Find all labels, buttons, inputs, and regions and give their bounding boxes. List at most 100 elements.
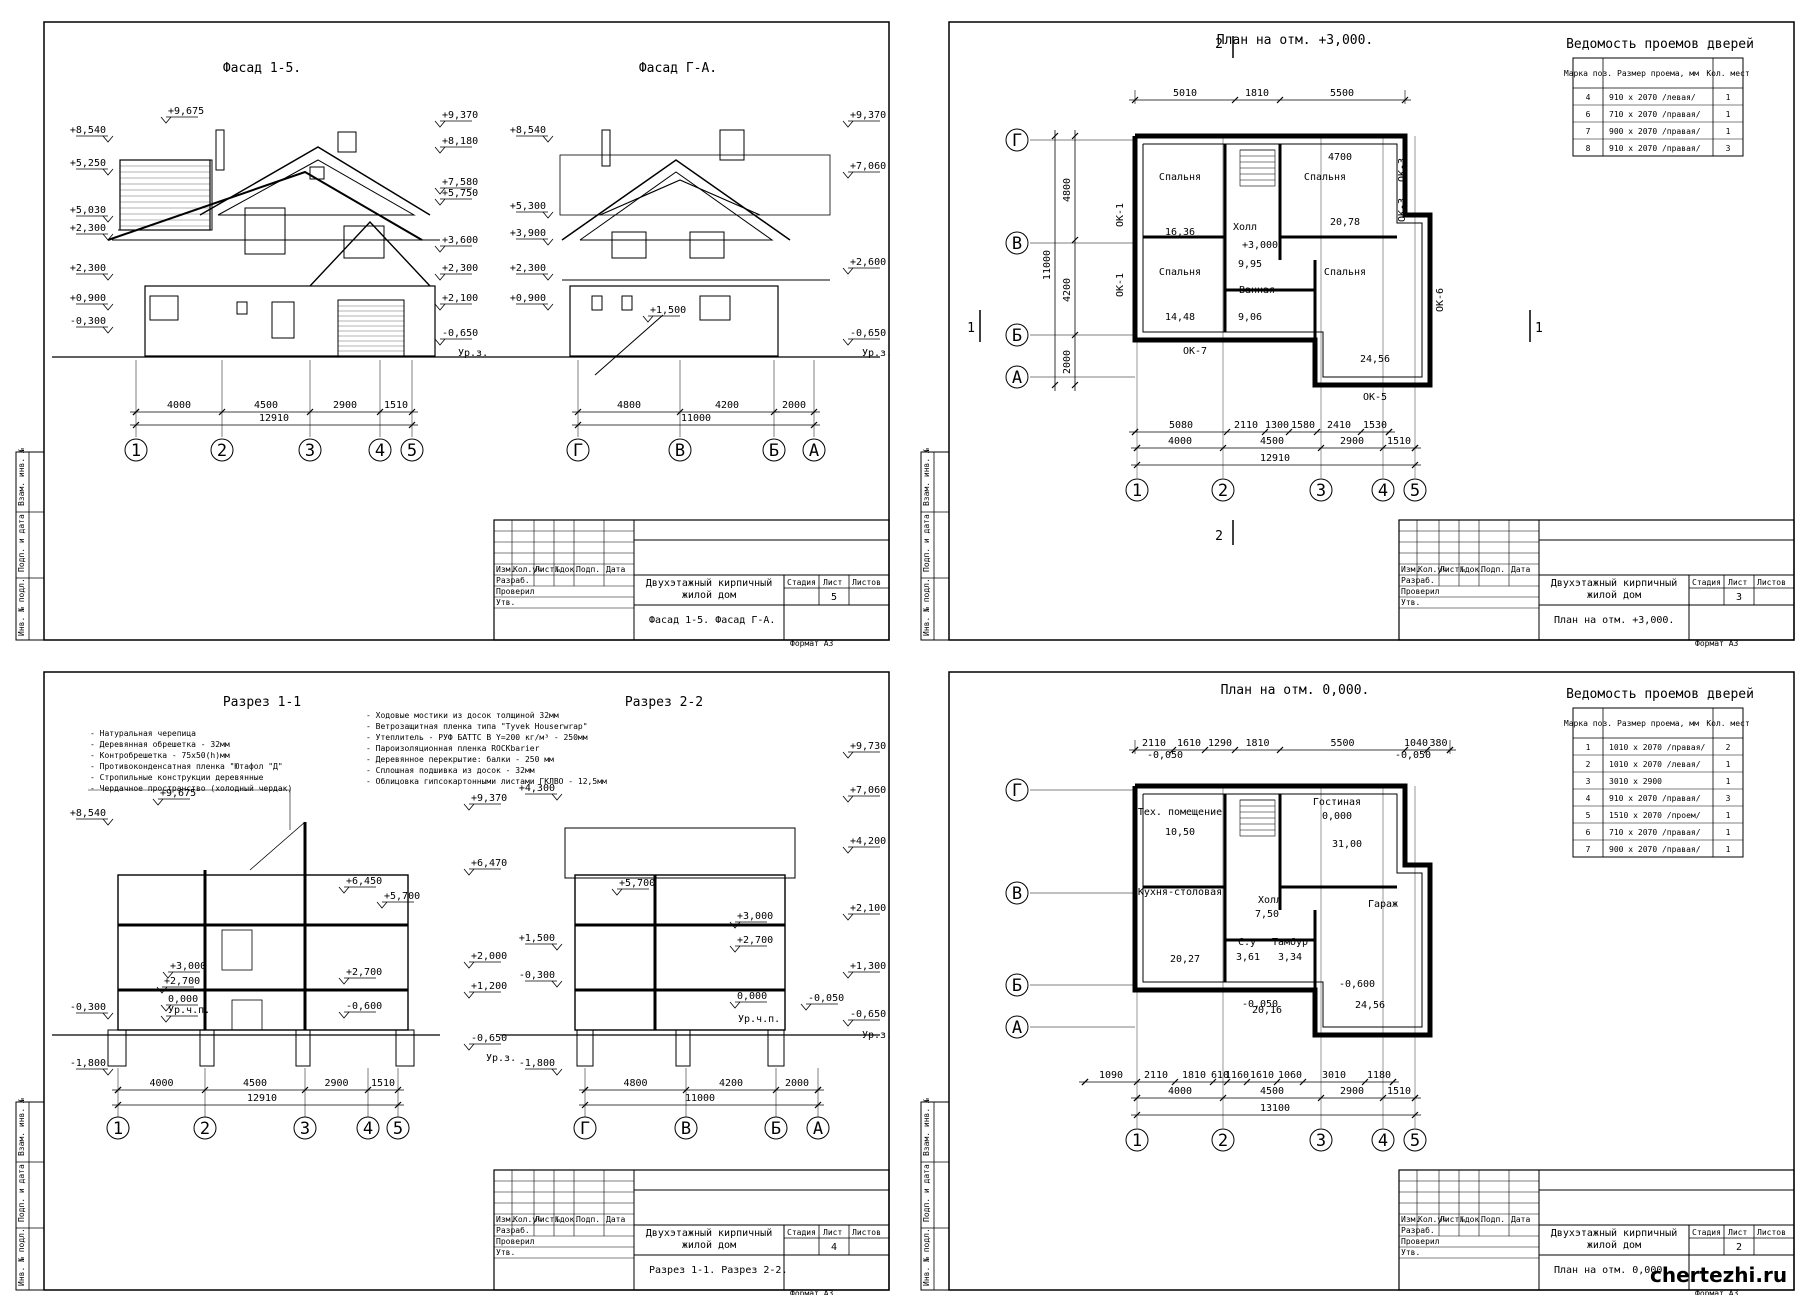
table-header: Марка поз. <box>1564 69 1612 78</box>
level-value: +2,700 <box>346 967 382 978</box>
section-number: 2 <box>1215 37 1223 52</box>
dim-tick <box>1169 746 1177 754</box>
side-stamp-text: Инв. № подл. <box>17 1228 26 1286</box>
table-cell: 8 <box>1586 144 1591 153</box>
level-mark <box>102 1068 114 1076</box>
level-mark <box>842 913 854 921</box>
tb-header: Кол.уч <box>1418 1215 1447 1224</box>
level-value: +9,370 <box>850 110 886 121</box>
title-block <box>493 1169 890 1291</box>
dim-value: 610 <box>1211 1070 1229 1081</box>
level-value: +2,700 <box>737 935 773 946</box>
room-area: 3,61 <box>1236 952 1260 963</box>
axis-bubble <box>764 1116 788 1140</box>
level-mark <box>463 803 475 811</box>
tb-col-title: Стадия <box>1692 1228 1721 1237</box>
dim-tick <box>1299 1078 1307 1086</box>
table-cell: 4 <box>1586 93 1591 102</box>
tb-header: Кол.уч <box>513 565 542 574</box>
dim-tick <box>1357 428 1365 436</box>
dim-value: 5080 <box>1169 420 1193 431</box>
side-stamp <box>15 451 45 641</box>
inner-wall-face <box>1142 143 1423 378</box>
note-line: - Ветрозащитная пленка типа "Tyvek House… <box>366 722 588 731</box>
level-mark <box>102 273 114 281</box>
axis-label: Б <box>769 441 779 461</box>
view-title: Разрез 1-1 <box>223 695 301 710</box>
window-mark: ОК-5 <box>1363 392 1387 403</box>
tb-header: Кол.уч <box>1418 565 1447 574</box>
level-value: +3,600 <box>442 235 478 246</box>
tb-col-title: Лист <box>1728 1228 1747 1237</box>
dim-value: 1610 <box>1250 1070 1274 1081</box>
tb-role: Утв. <box>496 598 515 607</box>
table-cell: 2 <box>1586 760 1591 769</box>
axis-bubble <box>1403 478 1427 502</box>
axis-label: 3 <box>300 1119 310 1139</box>
axis-label: Г <box>580 1119 590 1139</box>
axis-bubble <box>1403 1128 1427 1152</box>
level-mark <box>729 945 741 953</box>
tb-project: Двухэтажный кирпичный <box>646 1227 772 1239</box>
side-stamp-text: Взам. инв. № <box>922 448 931 506</box>
dim-tick <box>1261 428 1269 436</box>
note-line: - Утеплитель - РУФ БАТТС В Y=200 кг/м³ -… <box>366 733 588 742</box>
view-title: План на отм. 0,000. <box>1221 683 1370 698</box>
level-mark <box>729 921 741 929</box>
tb-project: Двухэтажный кирпичный <box>1551 1227 1677 1239</box>
dim-value: 2900 <box>333 400 357 411</box>
tb-col-title: Лист <box>823 1228 842 1237</box>
axis-bubble <box>1125 1128 1149 1152</box>
axis-label: В <box>1012 234 1022 254</box>
level-value: +6,470 <box>471 858 507 869</box>
room-area: 24,56 <box>1355 1000 1385 1011</box>
level-mark <box>102 303 114 311</box>
level-mark <box>160 1004 172 1012</box>
level-mark <box>463 868 475 876</box>
dim-value: 380 <box>1429 738 1447 749</box>
axis-bubble <box>1005 973 1029 997</box>
axis-label: Б <box>1012 976 1022 996</box>
level-value: Ур.ч.п. <box>168 1005 210 1016</box>
axis-label: 2 <box>217 441 227 461</box>
level-value: +5,750 <box>442 188 478 199</box>
axis-label: Б <box>771 1119 781 1139</box>
level-value: +7,580 <box>442 177 478 188</box>
format-label: Формат А3 <box>1695 639 1739 648</box>
roof-section <box>107 170 423 241</box>
level-value: +3,900 <box>510 228 546 239</box>
outer-wall <box>1132 133 1433 388</box>
window-small <box>621 295 633 311</box>
level-value: +8,180 <box>442 136 478 147</box>
dim-value: 1810 <box>1245 738 1269 749</box>
tb-header: Дата <box>1511 1215 1530 1224</box>
dim-total: 13100 <box>1260 1103 1290 1114</box>
dim-tick <box>1401 746 1409 754</box>
level-value: +2,100 <box>850 903 886 914</box>
note-line: - Натуральная черепица <box>90 729 196 738</box>
tb-sheet-title: План на отм. 0,000. <box>1554 1265 1668 1276</box>
level-mark <box>102 818 114 826</box>
axis-label: В <box>675 441 685 461</box>
side-gable <box>579 171 774 241</box>
level-mark <box>551 980 563 988</box>
level-value: -0,650 <box>471 1033 507 1044</box>
side-stamp-text: Подп. и дата <box>922 1164 931 1222</box>
footing <box>576 1029 594 1067</box>
dim-value: 2900 <box>1340 436 1364 447</box>
chimney <box>719 129 745 161</box>
level-value: +2,700 <box>164 976 200 987</box>
axis-bubble <box>1005 323 1029 347</box>
table-cell: 3 <box>1726 144 1731 153</box>
tb-header: Изм. <box>496 565 515 574</box>
chimney <box>601 129 611 167</box>
table-cell: 6 <box>1586 828 1591 837</box>
tb-col-title: Листов <box>852 578 881 587</box>
level-mark <box>463 1043 475 1051</box>
dim-total: 12910 <box>259 413 289 424</box>
level-mark <box>160 1015 172 1023</box>
note-line: - Деревянное перекрытие: балки - 250 мм <box>366 754 554 764</box>
dim-tick <box>1209 1078 1217 1086</box>
tb-role: Разраб. <box>1401 575 1435 585</box>
dim-value: 4800 <box>617 400 641 411</box>
